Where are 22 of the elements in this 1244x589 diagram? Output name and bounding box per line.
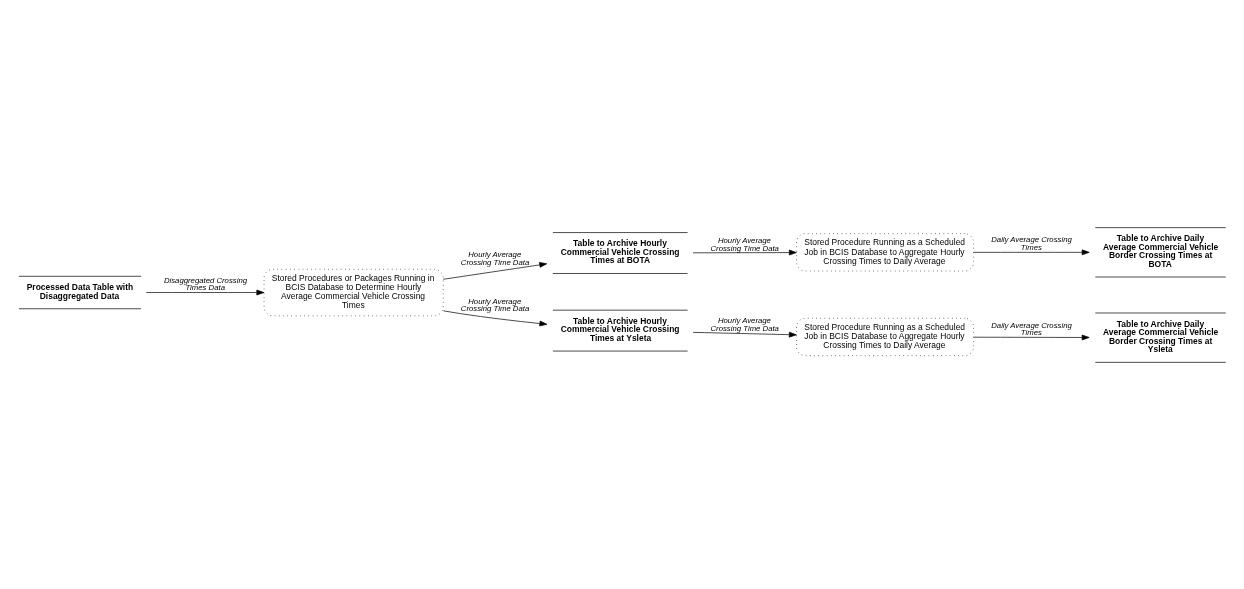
node-box: Stored Procedure Running as a Scheduled Job in BCIS Database to Aggregate Hourly Crossing Times to Daily Average: [796, 317, 974, 356]
node-box: Stored Procedure Running as a Scheduled Job in BCIS Database to Aggregate Hourly Crossing Times to Daily Average: [796, 232, 974, 271]
arrow: [443, 310, 548, 326]
arrow: [692, 249, 797, 255]
edge-label: Hourly Average Crossing Time Data: [460, 296, 530, 313]
node-text: Table to Archive Daily Average Commercial Vehicle Border Crossing Times at BOTA: [1103, 232, 1219, 269]
node-text: Table to Archive Hourly Commercial Vehicle Crossing Times at BOTA: [560, 237, 680, 265]
edge-label: Hourly Average Crossing Time Data: [710, 315, 779, 333]
arrow: [973, 334, 1090, 340]
edge-label: Disaggregated Crossing Times Data: [163, 275, 248, 292]
node-text: Table to Archive Hourly Commercial Vehicle Crossing Times at Ysleta: [560, 315, 680, 343]
node-box: Stored Procedures or Packages Running in BCIS Database to Determine Hourly Average Commercial Vehicle Crossing Times: [263, 268, 444, 316]
node-text: Table to Archive Daily Average Commercial Vehicle Border Crossing Times at Ysleta: [1103, 318, 1219, 354]
edge-label: Hourly Average Crossing Time Data: [710, 235, 779, 253]
edge-label: Hourly Average Crossing Time Data: [460, 249, 530, 267]
arrow: [973, 249, 1090, 255]
arrow: [692, 331, 797, 337]
arrow: [145, 289, 265, 295]
edge-label: Daily Average Crossing Times: [991, 234, 1072, 252]
arrow: [442, 261, 548, 280]
node-text: Processed Data Table with Disaggregated Data: [26, 281, 134, 301]
edge-label: Daily Average Crossing Times: [991, 320, 1072, 337]
